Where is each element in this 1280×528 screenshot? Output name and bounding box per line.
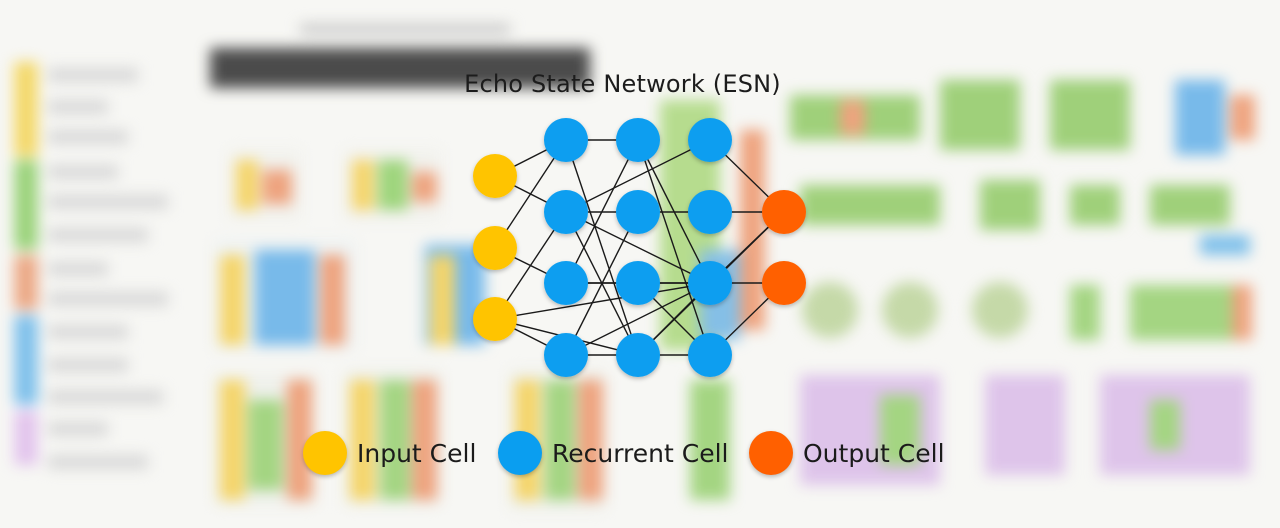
input-cell [473,154,517,198]
legend-label-output: Output Cell [803,438,945,468]
recurrent-cell [616,333,660,377]
connections [494,139,785,356]
legend-item-recurrent: Recurrent Cell [498,428,729,478]
diagram-title: Echo State Network (ESN) [464,70,781,98]
recurrent-cell-swatch [498,431,542,475]
input-cell [473,297,517,341]
connection-line [494,282,711,320]
legend-label-input: Input Cell [357,438,477,468]
recurrent-cell [688,261,732,305]
connection-line [565,139,639,356]
connection-line [565,282,711,356]
recurrent-cell [544,190,588,234]
output-cell [762,261,806,305]
recurrent-cell [544,118,588,162]
legend-item-input: Input Cell [303,428,476,478]
connection-line [637,139,711,284]
recurrent-cell [544,261,588,305]
recurrent-cell [616,118,660,162]
connection-line [565,139,711,213]
connection-line [637,139,711,356]
recurrent-cell [544,333,588,377]
input-cell [473,226,517,270]
output-cell [762,190,806,234]
recurrent-cell [688,190,732,234]
recurrent-cell [688,118,732,162]
input-cell-swatch [303,431,347,475]
output-cell-swatch [749,431,793,475]
recurrent-cell [616,190,660,234]
legend: Input Cell Recurrent Cell Output Cell [0,428,1280,478]
legend-item-output: Output Cell [749,428,945,478]
cells [473,118,806,377]
legend-label-recurrent: Recurrent Cell [552,438,729,468]
connection-line [565,139,639,284]
recurrent-cell [616,261,660,305]
recurrent-cell [688,333,732,377]
connection-line [565,211,711,284]
